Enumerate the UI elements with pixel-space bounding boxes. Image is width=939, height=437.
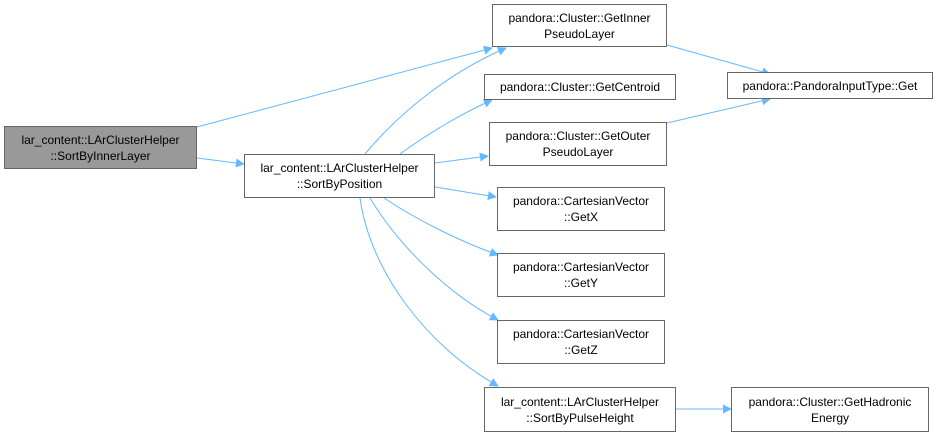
node-get-y[interactable]: pandora::CartesianVector ::GetY <box>497 253 665 297</box>
edge-position-to-getouter <box>434 152 489 164</box>
node-label-line: Energy <box>810 410 850 425</box>
edge-position-to-getinner <box>364 47 507 155</box>
edge-position-to-centroid <box>399 99 493 155</box>
node-sort-by-position[interactable]: lar_content::LArClusterHelper ::SortByPo… <box>244 154 435 198</box>
edge-getouter-to-inputtype <box>666 96 771 124</box>
node-label-line: pandora::CartesianVector <box>512 327 650 341</box>
node-label-line: pandora::CartesianVector <box>512 260 650 274</box>
node-label-line: ::SortByPosition <box>296 177 383 191</box>
node-label-line: ::GetY <box>563 276 598 290</box>
node-label-line: pandora::CartesianVector <box>512 194 650 208</box>
node-get-centroid[interactable]: pandora::Cluster::GetCentroid <box>484 74 676 100</box>
node-label-line: lar_content::LArClusterHelper <box>260 161 419 175</box>
node-label-line: PseudoLayer <box>544 26 615 41</box>
node-pandora-input-type-get[interactable]: pandora::PandoraInputType::Get <box>727 72 933 99</box>
node-label-line: pandora::Cluster::GetInner <box>508 10 651 25</box>
node-label-line: pandora::Cluster::GetHadronic <box>748 394 912 409</box>
edge-innerlayer-to-position <box>196 157 245 168</box>
node-get-inner-pseudo-layer[interactable]: pandora::Cluster::GetInner PseudoLayer <box>492 4 667 47</box>
edge-position-to-gety <box>383 197 499 257</box>
edge-position-to-getz <box>369 197 499 321</box>
node-label-line: ::SortByInnerLayer <box>50 148 151 163</box>
node-sort-by-inner-layer[interactable]: lar_content::LArClusterHelper ::SortByIn… <box>4 126 197 169</box>
node-get-hadronic-energy[interactable]: pandora::Cluster::GetHadronic Energy <box>731 387 929 432</box>
node-label-line: pandora::Cluster::GetCentroid <box>499 80 661 94</box>
edge-position-to-pulseheight <box>359 197 499 387</box>
node-label-line: pandora::Cluster::GetOuter <box>505 129 651 143</box>
node-get-outer-pseudo-layer[interactable]: pandora::Cluster::GetOuter PseudoLayer <box>489 122 667 166</box>
edge-innerlayer-to-getinner <box>196 45 493 128</box>
node-label-line: PseudoLayer <box>542 145 614 159</box>
node-get-z[interactable]: pandora::CartesianVector ::GetZ <box>497 320 665 364</box>
node-label-line: ::GetX <box>563 210 598 224</box>
edge-getinner-to-inputtype <box>666 44 771 77</box>
node-label-line: lar_content::LArClusterHelper <box>500 394 660 409</box>
node-label-line: ::SortByPulseHeight <box>526 410 634 425</box>
node-label-line: ::GetZ <box>564 343 598 357</box>
node-label-line: lar_content::LArClusterHelper <box>21 132 180 147</box>
node-label-line: pandora::PandoraInputType::Get <box>742 78 918 93</box>
node-sort-by-pulse-height[interactable]: lar_content::LArClusterHelper ::SortByPu… <box>484 387 676 432</box>
node-get-x[interactable]: pandora::CartesianVector ::GetX <box>497 187 665 231</box>
edge-position-to-getx <box>434 186 497 201</box>
